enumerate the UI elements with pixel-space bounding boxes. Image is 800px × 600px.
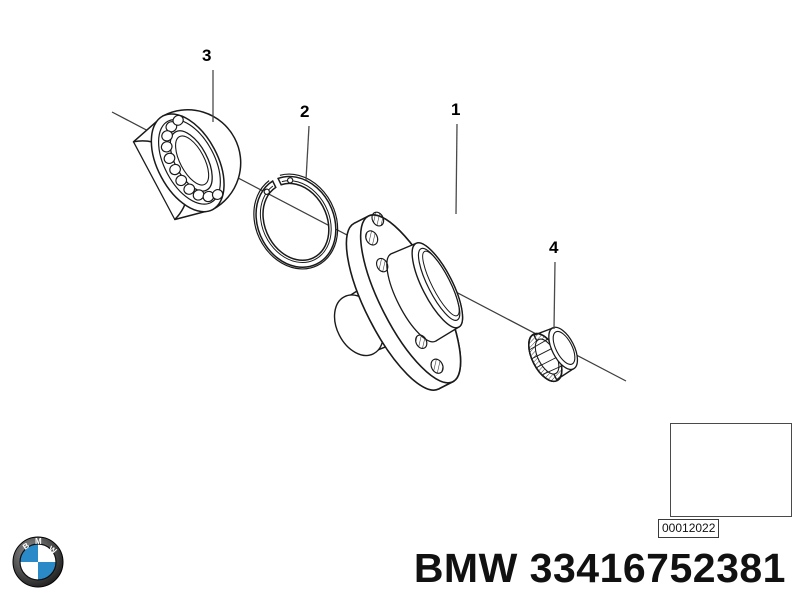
bmw-roundel-graphic: B M W: [12, 536, 64, 588]
callout-leader-lines: [212, 70, 556, 330]
part-snap-ring: [253, 173, 339, 270]
leader-line-2: [305, 125, 310, 181]
callout-number-1: 1: [451, 100, 461, 119]
part-number-label: BMW 33416752381: [413, 545, 786, 591]
vehicle-thumbnail-frame: [670, 423, 792, 517]
svg-text:M: M: [35, 537, 42, 546]
leader-line-1: [455, 123, 458, 215]
callout-number-4: 4: [549, 238, 559, 257]
vehicle-thumbnail-code: 00012022: [658, 519, 720, 538]
part-wheel-hub: [333, 211, 464, 391]
part-axle-nut: [528, 326, 579, 383]
callout-number-2: 2: [300, 102, 310, 121]
part-ball-bearing: [132, 109, 242, 221]
svg-text:W: W: [47, 544, 59, 556]
callout-number-3: 3: [202, 46, 212, 65]
svg-text:B: B: [21, 541, 31, 552]
leader-line-4: [553, 261, 556, 330]
